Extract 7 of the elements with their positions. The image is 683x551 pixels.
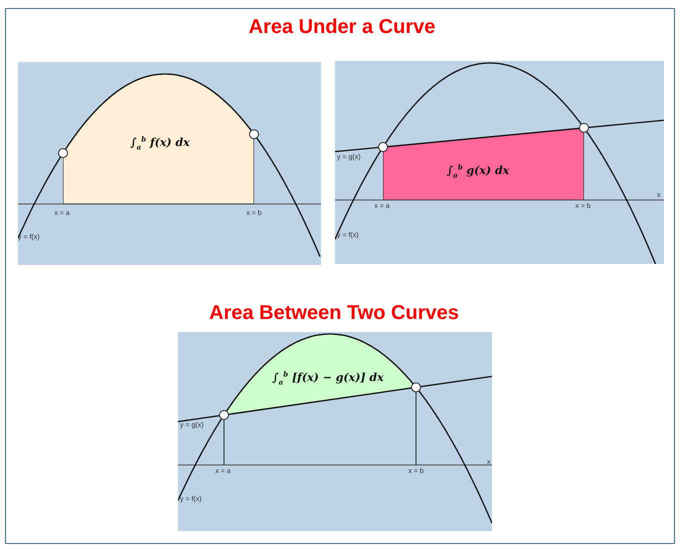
integral-formula: ∫$_{a}$$^{b}$ f(x) dx [130, 134, 190, 152]
shaded-region [63, 74, 254, 204]
integral-formula: ∫$_{a}$$^{b}$ [f(x) − g(x)] dx [272, 370, 384, 386]
shaded-region [383, 128, 584, 200]
heading: Area Under a Curve [248, 16, 436, 39]
integral-formula: ∫$_{a}$$^{b}$ g(x) dx [446, 162, 510, 180]
heading: Area Between Two Curves [209, 302, 459, 325]
